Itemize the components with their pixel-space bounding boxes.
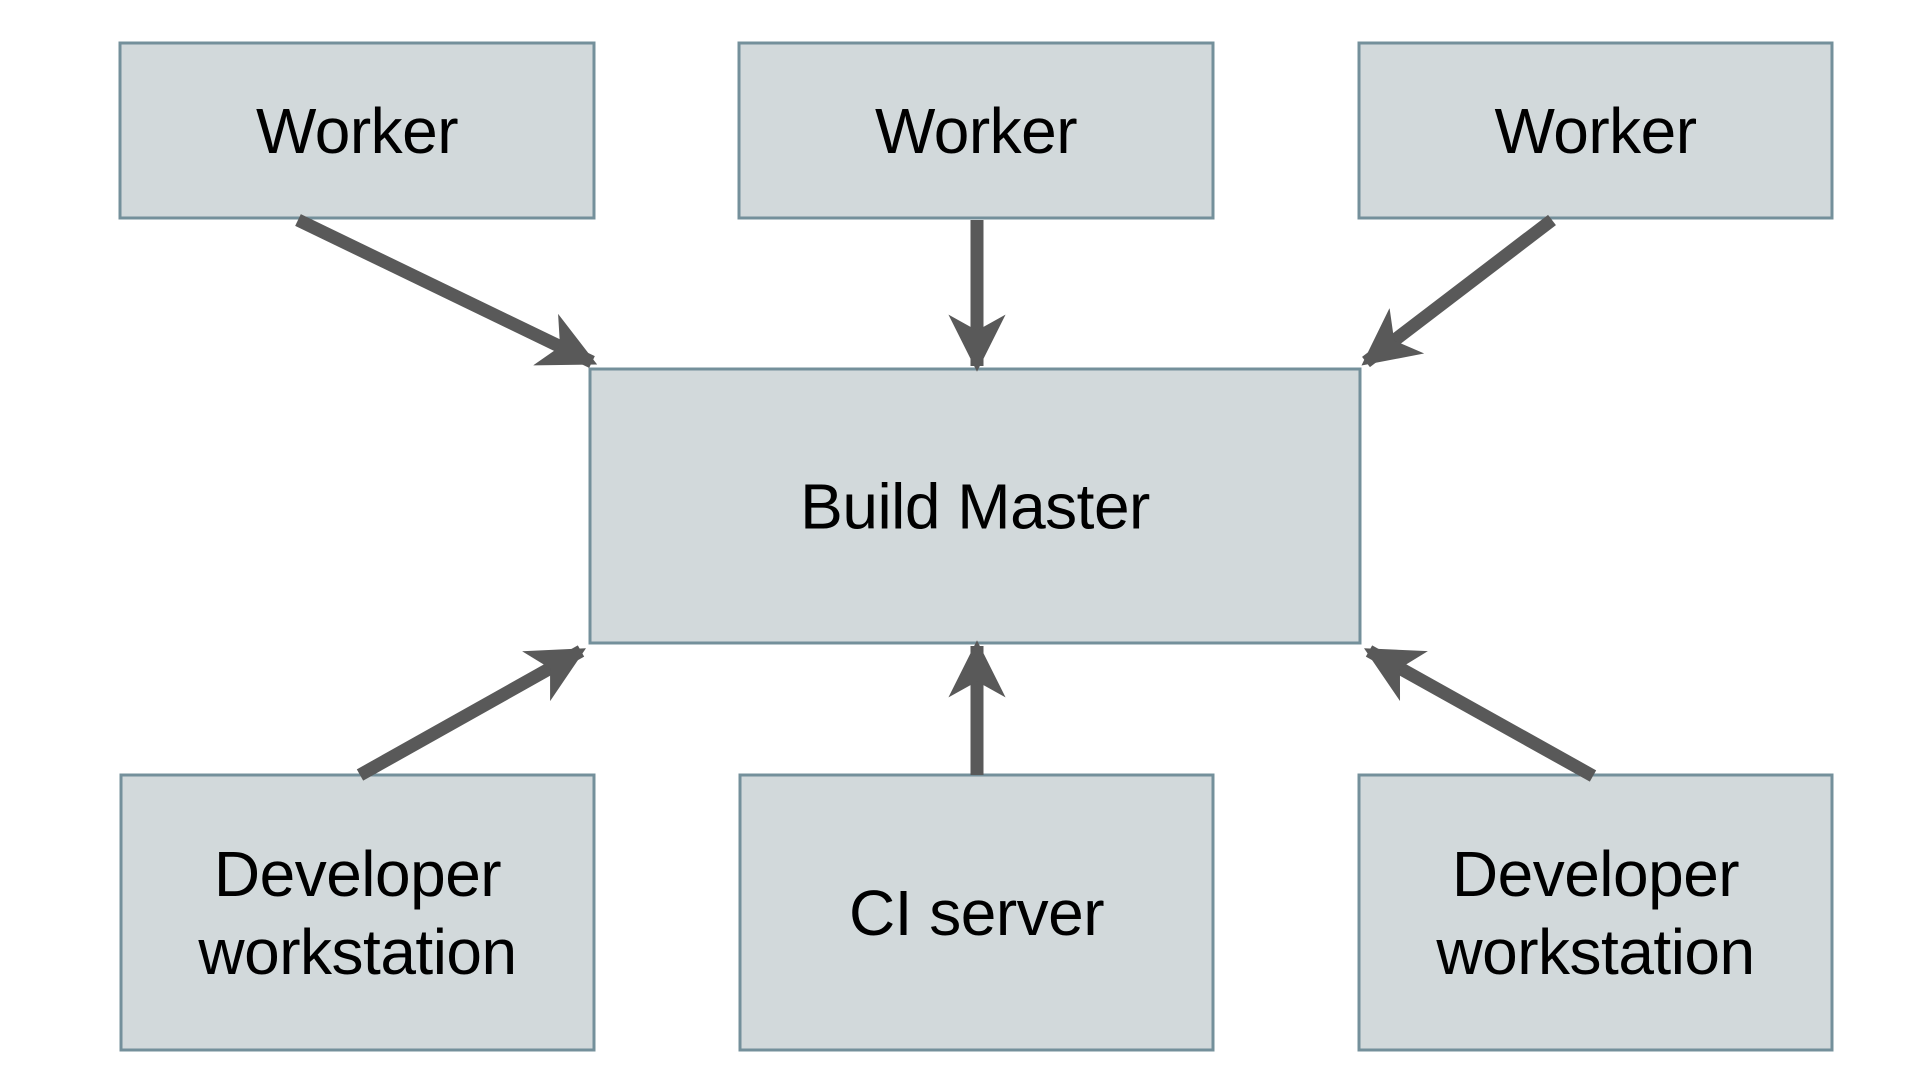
edge-worker-3-to-build-master bbox=[1361, 214, 1556, 368]
node-worker-2-box bbox=[737, 41, 1215, 220]
edge-developer-workstation-1-to-build-master bbox=[356, 645, 586, 781]
node-worker-3-box bbox=[1357, 41, 1834, 220]
node-developer-workstation-2-box bbox=[1357, 773, 1834, 1052]
node-ci-server-label: CI server bbox=[849, 877, 1104, 949]
node-worker-2-label: Worker bbox=[875, 95, 1077, 167]
node-worker-3-label: Worker bbox=[1494, 95, 1696, 167]
node-build-master: Build Master bbox=[588, 367, 1362, 645]
node-worker-1-label: Worker bbox=[256, 95, 458, 167]
node-ci-server: CI server bbox=[738, 773, 1215, 1052]
node-worker-3: Worker bbox=[1357, 41, 1834, 220]
node-worker-1-box bbox=[118, 41, 596, 220]
node-developer-workstation-1-box bbox=[119, 773, 596, 1052]
edge-worker-1-to-build-master bbox=[295, 214, 598, 368]
edge-developer-workstation-2-to-build-master bbox=[1364, 645, 1597, 782]
node-ci-server-box bbox=[738, 773, 1215, 1052]
node-build-master-box bbox=[588, 367, 1362, 645]
node-worker-2: Worker bbox=[737, 41, 1215, 220]
node-worker-1: Worker bbox=[118, 41, 596, 220]
node-build-master-label: Build Master bbox=[800, 470, 1150, 542]
